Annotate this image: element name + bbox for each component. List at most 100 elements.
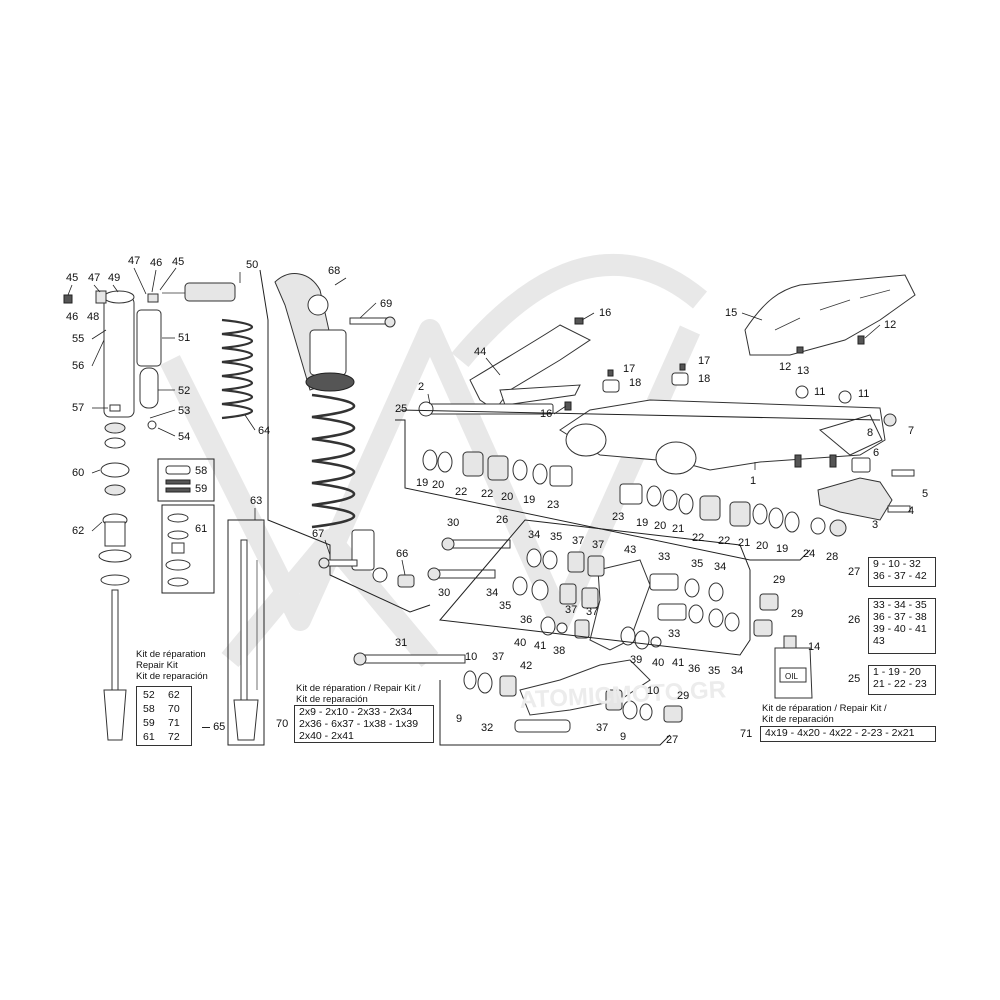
- callout-50: 50: [246, 259, 258, 271]
- brake-caliper-bracket-3: [810, 413, 915, 537]
- kit-71-row: 4x19 - 4x20 - 4x22 - 2-23 - 2x21: [765, 727, 915, 739]
- callout-44: 44: [474, 346, 486, 358]
- callout-9b: 9: [620, 731, 626, 743]
- kit-71-ref: 71: [740, 728, 752, 740]
- callout-25: 25: [395, 403, 407, 415]
- shock-bolts: [318, 316, 415, 588]
- callout-57: 57: [72, 402, 84, 414]
- callout-34a: 34: [528, 529, 540, 541]
- kit-70-title: Kit de réparation / Repair Kit / Kit de …: [296, 683, 421, 706]
- callout-20b: 20: [501, 491, 513, 503]
- callout-16a: 16: [599, 307, 611, 319]
- callout-19b: 19: [523, 494, 535, 506]
- callout-18b: 18: [698, 373, 710, 385]
- kit-65-box: 52 62 58 70 59 71 61 72: [136, 686, 192, 746]
- callout-19c: 19: [636, 517, 648, 529]
- callout-63: 63: [250, 495, 262, 507]
- callout-62: 62: [72, 525, 84, 537]
- kit-65-item: 72: [168, 731, 180, 744]
- kit-65-item: 61: [143, 731, 155, 744]
- kit-65-item: 70: [168, 703, 180, 716]
- oil-bottle-14: OIL: [774, 635, 813, 699]
- callout-37e: 37: [492, 651, 504, 663]
- callout-34c: 34: [714, 561, 726, 573]
- callout-22c: 22: [692, 532, 704, 544]
- callout-30b: 30: [438, 587, 450, 599]
- callout-49: 49: [108, 272, 120, 284]
- callout-34b: 34: [486, 587, 498, 599]
- callout-48: 48: [87, 311, 99, 323]
- callout-9a: 9: [456, 713, 462, 725]
- kit-71-title-line2: Kit de reparación: [762, 713, 834, 725]
- callout-6: 6: [873, 447, 879, 459]
- kit-27-ref-number: 27: [848, 566, 861, 578]
- chain-guard-44: [469, 317, 591, 411]
- callout-45a: 45: [66, 272, 78, 284]
- callout-60: 60: [72, 467, 84, 479]
- kit-65-title: Kit de réparation Repair Kit Kit de repa…: [136, 649, 208, 683]
- kit-70-row: 2x40 - 2x41: [299, 730, 354, 743]
- kit-26-row: 39 - 40 - 41: [873, 623, 927, 636]
- callout-53: 53: [178, 405, 190, 417]
- kit-26-row: 36 - 37 - 38: [873, 611, 927, 624]
- callout-52: 52: [178, 385, 190, 397]
- callout-42: 42: [520, 660, 532, 672]
- callout-32: 32: [481, 722, 493, 734]
- kit-25-row: 1 - 19 - 20: [873, 666, 921, 678]
- oil-label: OIL: [785, 672, 798, 681]
- callout-7: 7: [908, 425, 914, 437]
- callout-47b: 47: [128, 255, 140, 267]
- callout-24: 24: [803, 548, 815, 560]
- callout-10b: 10: [647, 685, 659, 697]
- callout-15: 15: [725, 307, 737, 319]
- callout-21b: 21: [738, 537, 750, 549]
- callout-2: 2: [418, 381, 424, 393]
- reservoir-assembly: [63, 282, 236, 430]
- kit-71-ref-number: 71: [740, 728, 753, 740]
- shock-spring-64: [221, 318, 254, 420]
- callout-16b: 16: [540, 408, 552, 420]
- kit-25-box: 1 - 19 - 20 21 - 22 - 23: [868, 665, 936, 695]
- callout-1: 1: [750, 475, 756, 487]
- kit-71-title: Kit de réparation / Repair Kit / Kit de …: [762, 703, 887, 726]
- kit-65-title-fr: Kit de réparation: [136, 649, 206, 660]
- callout-20a: 20: [432, 479, 444, 491]
- callout-4: 4: [908, 505, 914, 517]
- kit-26-row: 43: [873, 635, 885, 648]
- clamps-17-18: [602, 363, 689, 393]
- callout-55: 55: [72, 333, 84, 345]
- callout-38: 38: [553, 645, 565, 657]
- callout-18a: 18: [629, 377, 641, 389]
- kit-65-item: 59: [143, 717, 155, 730]
- callout-14: 14: [808, 641, 820, 653]
- callout-56: 56: [72, 360, 84, 372]
- callout-37a: 37: [572, 535, 584, 547]
- callout-13: 13: [797, 365, 809, 377]
- swingarm-1: [395, 399, 886, 561]
- kit-65-title-es: Kit de reparación: [136, 670, 208, 682]
- callout-40a: 40: [514, 637, 526, 649]
- callout-19d: 19: [776, 543, 788, 555]
- callout-64: 64: [258, 425, 270, 437]
- callout-66: 66: [396, 548, 408, 560]
- chain-slider-15: [744, 274, 916, 404]
- callout-68: 68: [328, 265, 340, 277]
- callout-36a: 36: [520, 614, 532, 626]
- callout-26: 26: [496, 514, 508, 526]
- callout-10a: 10: [465, 651, 477, 663]
- callout-35b: 35: [499, 600, 511, 612]
- kit-70-box: 2x9 - 2x10 - 2x33 - 2x34 2x36 - 6x37 - 1…: [294, 705, 434, 743]
- callout-27: 27: [666, 734, 678, 746]
- kit-71-box: 4x19 - 4x20 - 4x22 - 2-23 - 2x21: [760, 726, 936, 742]
- kit-26-row: 33 - 34 - 35: [873, 599, 927, 611]
- callout-11b: 11: [858, 388, 869, 400]
- callout-23a: 23: [547, 499, 559, 511]
- callout-43: 43: [624, 544, 636, 556]
- callout-29c: 29: [677, 690, 689, 702]
- callout-67: 67: [312, 528, 324, 540]
- callout-37c: 37: [565, 604, 577, 616]
- callout-28: 28: [826, 551, 838, 563]
- callout-31: 31: [395, 637, 407, 649]
- callout-35c: 35: [691, 558, 703, 570]
- kit-70-row: 2x9 - 2x10 - 2x33 - 2x34: [299, 706, 413, 718]
